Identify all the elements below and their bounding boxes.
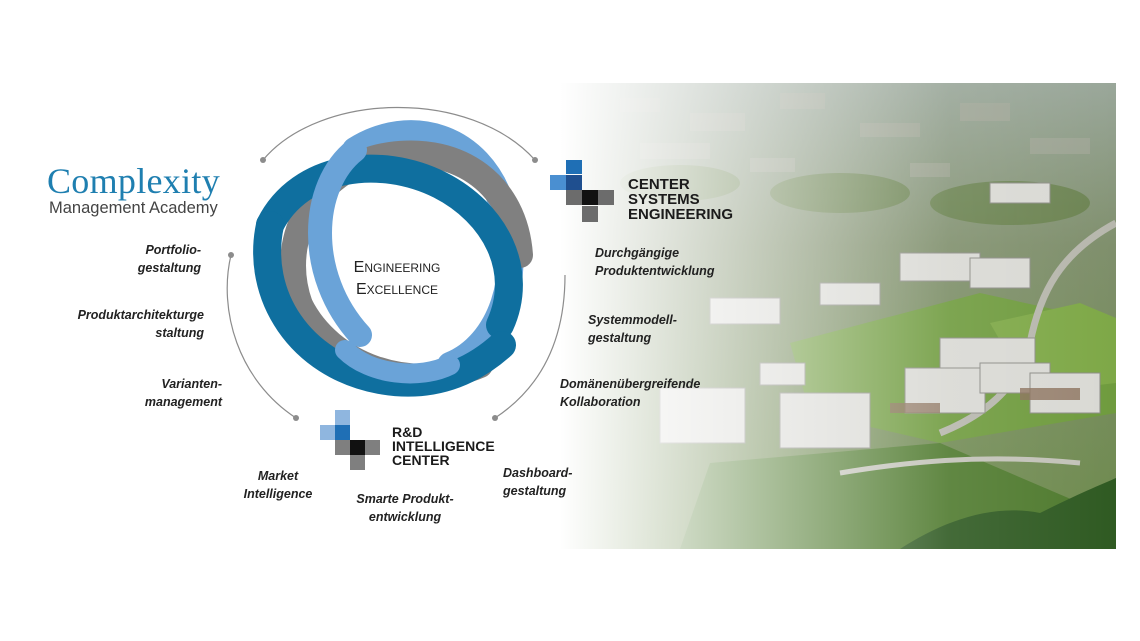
aerial-campus-photo bbox=[560, 83, 1116, 549]
left-arc bbox=[226, 254, 297, 419]
rdic-line3: CENTER bbox=[392, 452, 450, 468]
rdic-line2: INTELLIGENCE bbox=[392, 438, 495, 454]
top-arc bbox=[262, 106, 536, 161]
brand-subtitle: Management Academy bbox=[49, 199, 218, 217]
rdic-cross-logo bbox=[320, 410, 380, 470]
label-smarte-produktentwicklung: Smarte Produkt-entwicklung bbox=[356, 492, 454, 524]
core-line2: EXCELLENCE bbox=[356, 281, 438, 298]
cse-line2: SYSTEMS bbox=[628, 191, 700, 208]
ring-gray-top bbox=[280, 140, 533, 318]
cse-line3: ENGINEERING bbox=[628, 206, 734, 223]
engineering-excellence-rings: ENGINEERING EXCELLENCE bbox=[253, 120, 533, 397]
core-line1: ENGINEERING bbox=[354, 259, 441, 276]
ring-light-blue-bottom bbox=[335, 340, 460, 384]
label-systemmodell: Systemmodell-gestaltung bbox=[588, 313, 677, 345]
rdic-line1: R&D bbox=[392, 424, 423, 440]
ring-light-blue-left bbox=[308, 138, 372, 347]
arc-dot bbox=[492, 415, 498, 421]
arc-dot bbox=[260, 157, 266, 163]
label-portfolio: Portfolio-gestaltung bbox=[137, 243, 201, 275]
right-arc bbox=[494, 274, 566, 419]
label-varianten: Varianten-management bbox=[144, 377, 222, 409]
arc-dot bbox=[532, 157, 538, 163]
arc-dot bbox=[293, 415, 299, 421]
brand-title: Complexity bbox=[47, 161, 220, 201]
arc-dot bbox=[228, 252, 234, 258]
ring-dark-blue-top bbox=[256, 154, 523, 339]
ring-dark-blue-bottom bbox=[253, 211, 516, 397]
cse-cross-logo bbox=[550, 160, 614, 222]
cse-line1: CENTER bbox=[628, 176, 690, 193]
label-dashboard: Dashboard-gestaltung bbox=[503, 466, 573, 498]
